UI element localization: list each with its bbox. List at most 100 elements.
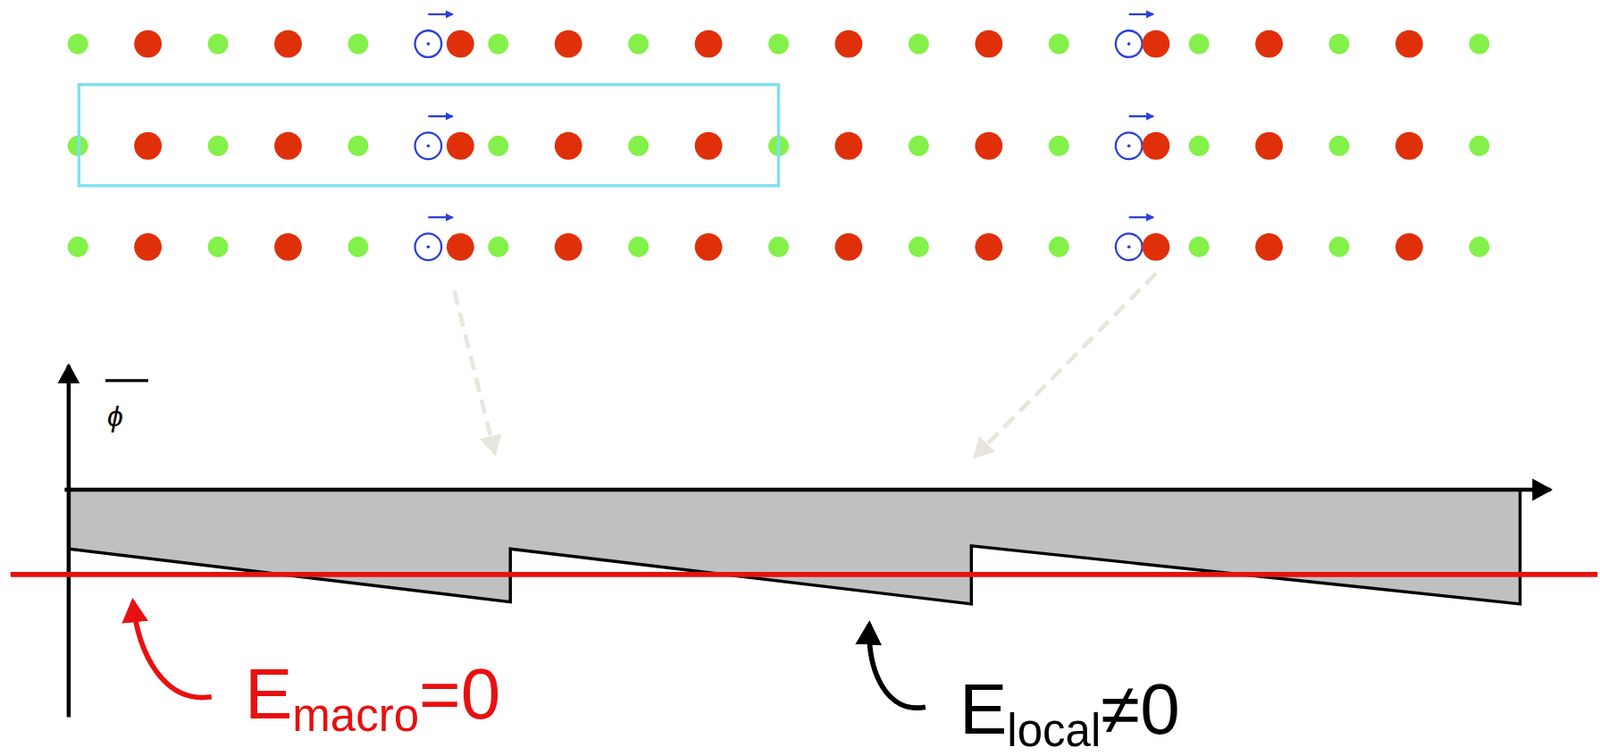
potential-profile (68, 489, 1521, 604)
vacancy-dot (427, 244, 431, 249)
vacancy-site (1115, 30, 1143, 58)
vacancy-dot (1127, 41, 1131, 46)
anion-atom (347, 236, 369, 258)
anion-atom (1329, 135, 1350, 157)
displacement-arrow (427, 216, 453, 218)
cation-atom (274, 30, 302, 59)
anion-atom (487, 135, 509, 157)
cation-atom (1395, 30, 1424, 59)
vacancy-dot (1127, 143, 1131, 148)
cation-atom (695, 132, 723, 160)
cation-atom (554, 30, 583, 59)
displaced-cation (1142, 132, 1171, 160)
label-text: E (959, 669, 1007, 749)
anion-atom (347, 33, 369, 55)
cation-atom (974, 30, 1003, 59)
cation-atom (134, 233, 162, 261)
displacement-arrow (1129, 115, 1154, 118)
label-text: E (244, 653, 293, 734)
vacancy-dot (427, 143, 431, 148)
anion-atom (1189, 135, 1210, 157)
anion-atom (1468, 33, 1490, 55)
anion-atom (1468, 135, 1490, 157)
leader-arrow (133, 602, 212, 698)
anion-atom (1048, 236, 1070, 258)
anion-atom (208, 33, 229, 55)
anion-atom (487, 33, 509, 55)
cation-atom (1395, 233, 1424, 261)
pointer-arrow (453, 290, 495, 454)
leader-arrow (869, 624, 926, 708)
displaced-cation (446, 233, 475, 261)
anion-atom (1329, 236, 1350, 258)
cation-atom (695, 30, 723, 59)
cation-atom (695, 233, 723, 261)
x-axis (64, 487, 1550, 493)
cation-atom (554, 132, 583, 160)
displaced-cation (1142, 30, 1171, 59)
vacancy-site (415, 132, 443, 160)
label-text: =0 (418, 653, 501, 734)
cation-atom (274, 233, 302, 261)
label-text: local (1006, 704, 1101, 756)
anion-atom (768, 33, 789, 55)
anion-atom (1329, 33, 1350, 55)
vacancy-dot (1127, 244, 1131, 249)
anion-atom (67, 33, 89, 55)
macro-field-label: Emacro=0 (244, 658, 501, 730)
displaced-cation (1142, 233, 1171, 261)
label-text: macro (292, 689, 419, 741)
displacement-arrow (427, 13, 453, 16)
vacancy-site (1115, 132, 1143, 160)
cation-atom (1255, 233, 1283, 261)
anion-atom (487, 236, 509, 258)
anion-atom (908, 236, 930, 258)
anion-atom (208, 135, 229, 157)
cation-atom (974, 233, 1003, 261)
cation-atom (554, 233, 583, 261)
anion-atom (908, 33, 930, 55)
cation-atom (835, 132, 863, 160)
vacancy-site (1115, 233, 1143, 260)
macro-potential-line (10, 571, 1598, 578)
vacancy-site (415, 233, 443, 260)
label-text: ≠0 (1100, 669, 1180, 749)
vacancy-site (415, 30, 443, 58)
anion-atom (1048, 33, 1070, 55)
displaced-cation (446, 30, 475, 59)
cation-atom (974, 132, 1003, 160)
cation-atom (274, 132, 302, 160)
anion-atom (1189, 33, 1210, 55)
atom-rows (67, 14, 1491, 261)
cation-atom (1255, 132, 1283, 160)
anion-atom (347, 135, 369, 157)
anion-atom (628, 135, 649, 157)
anion-atom (208, 236, 229, 258)
anion-atom (1189, 236, 1210, 258)
y-axis (67, 365, 72, 718)
label-text: ϕ (107, 400, 124, 433)
anion-atom (908, 135, 930, 157)
anion-atom (628, 236, 649, 258)
anion-atom (628, 33, 649, 55)
cation-atom (134, 132, 162, 160)
cation-atom (134, 30, 162, 59)
vacancy-dot (427, 41, 431, 46)
local-field-label: Elocal≠0 (959, 673, 1181, 746)
anion-atom (768, 236, 789, 258)
unit-cell (78, 84, 779, 186)
displacement-arrow (1129, 216, 1154, 218)
anion-atom (67, 236, 89, 258)
displacement-arrow (1129, 13, 1154, 16)
cation-atom (835, 30, 863, 59)
anion-atom (1468, 236, 1490, 258)
displaced-cation (446, 132, 475, 160)
average-bar (105, 378, 149, 382)
pointer-arrow (974, 273, 1157, 458)
displacement-arrow (427, 115, 453, 118)
cation-atom (835, 233, 863, 261)
axis-label: ϕ (107, 402, 124, 431)
anion-atom (1048, 135, 1070, 157)
cation-atom (1255, 30, 1283, 59)
